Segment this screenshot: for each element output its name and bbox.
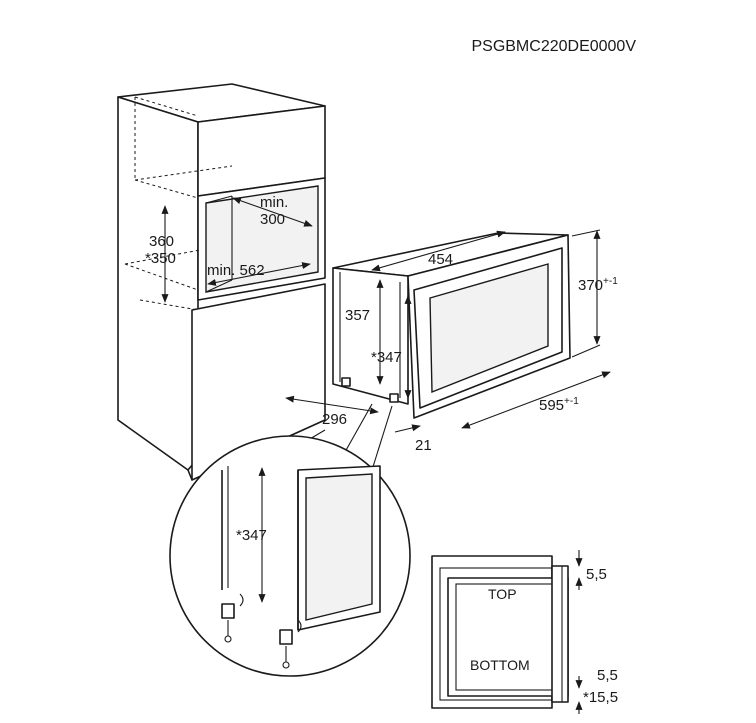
niche-height-label: 360 (149, 233, 174, 250)
bottom-edge-label: *15,5 (583, 689, 618, 706)
niche-height-alt-label: *350 (145, 250, 176, 267)
min-width-label: min. 562 (207, 262, 265, 279)
front-view: TOP BOTTOM 5,5 5,5 *15,5 (431, 550, 618, 714)
appliance-width-label: 454 (428, 251, 453, 268)
front-width-value: 595 (539, 397, 564, 414)
model-code: PSGBMC220DE0000V (471, 38, 636, 55)
cabinet-dimensions: min. 300 360 *350 min. 562 (145, 194, 313, 303)
front-view-bottom-label: BOTTOM (470, 657, 530, 673)
tall-cabinet (117, 83, 326, 481)
front-width-label: 595+-1 (539, 396, 579, 414)
detail-magnifier: *347 (169, 403, 411, 677)
depth-label: 296 (322, 411, 347, 428)
door-offset-label: 21 (415, 437, 432, 454)
appliance-height-tolerance: +-1 (603, 276, 618, 287)
bottom-gap-label: 5,5 (597, 667, 618, 684)
detail-height-label: *347 (236, 527, 267, 544)
appliance-height-value: 370 (578, 277, 603, 294)
min-depth-value: 300 (260, 211, 285, 228)
appliance-dimensions: 454 370+-1 357 *347 595+-1 296 21 (285, 229, 618, 454)
inner-height-label: 357 (345, 307, 370, 324)
top-gap-label: 5,5 (586, 566, 607, 583)
foot-height-label: *347 (371, 349, 402, 366)
min-depth-label: min. (260, 194, 288, 211)
appliance-height-label: 370+-1 (578, 276, 618, 294)
front-width-tolerance: +-1 (564, 396, 579, 407)
front-view-top-label: TOP (488, 586, 517, 602)
